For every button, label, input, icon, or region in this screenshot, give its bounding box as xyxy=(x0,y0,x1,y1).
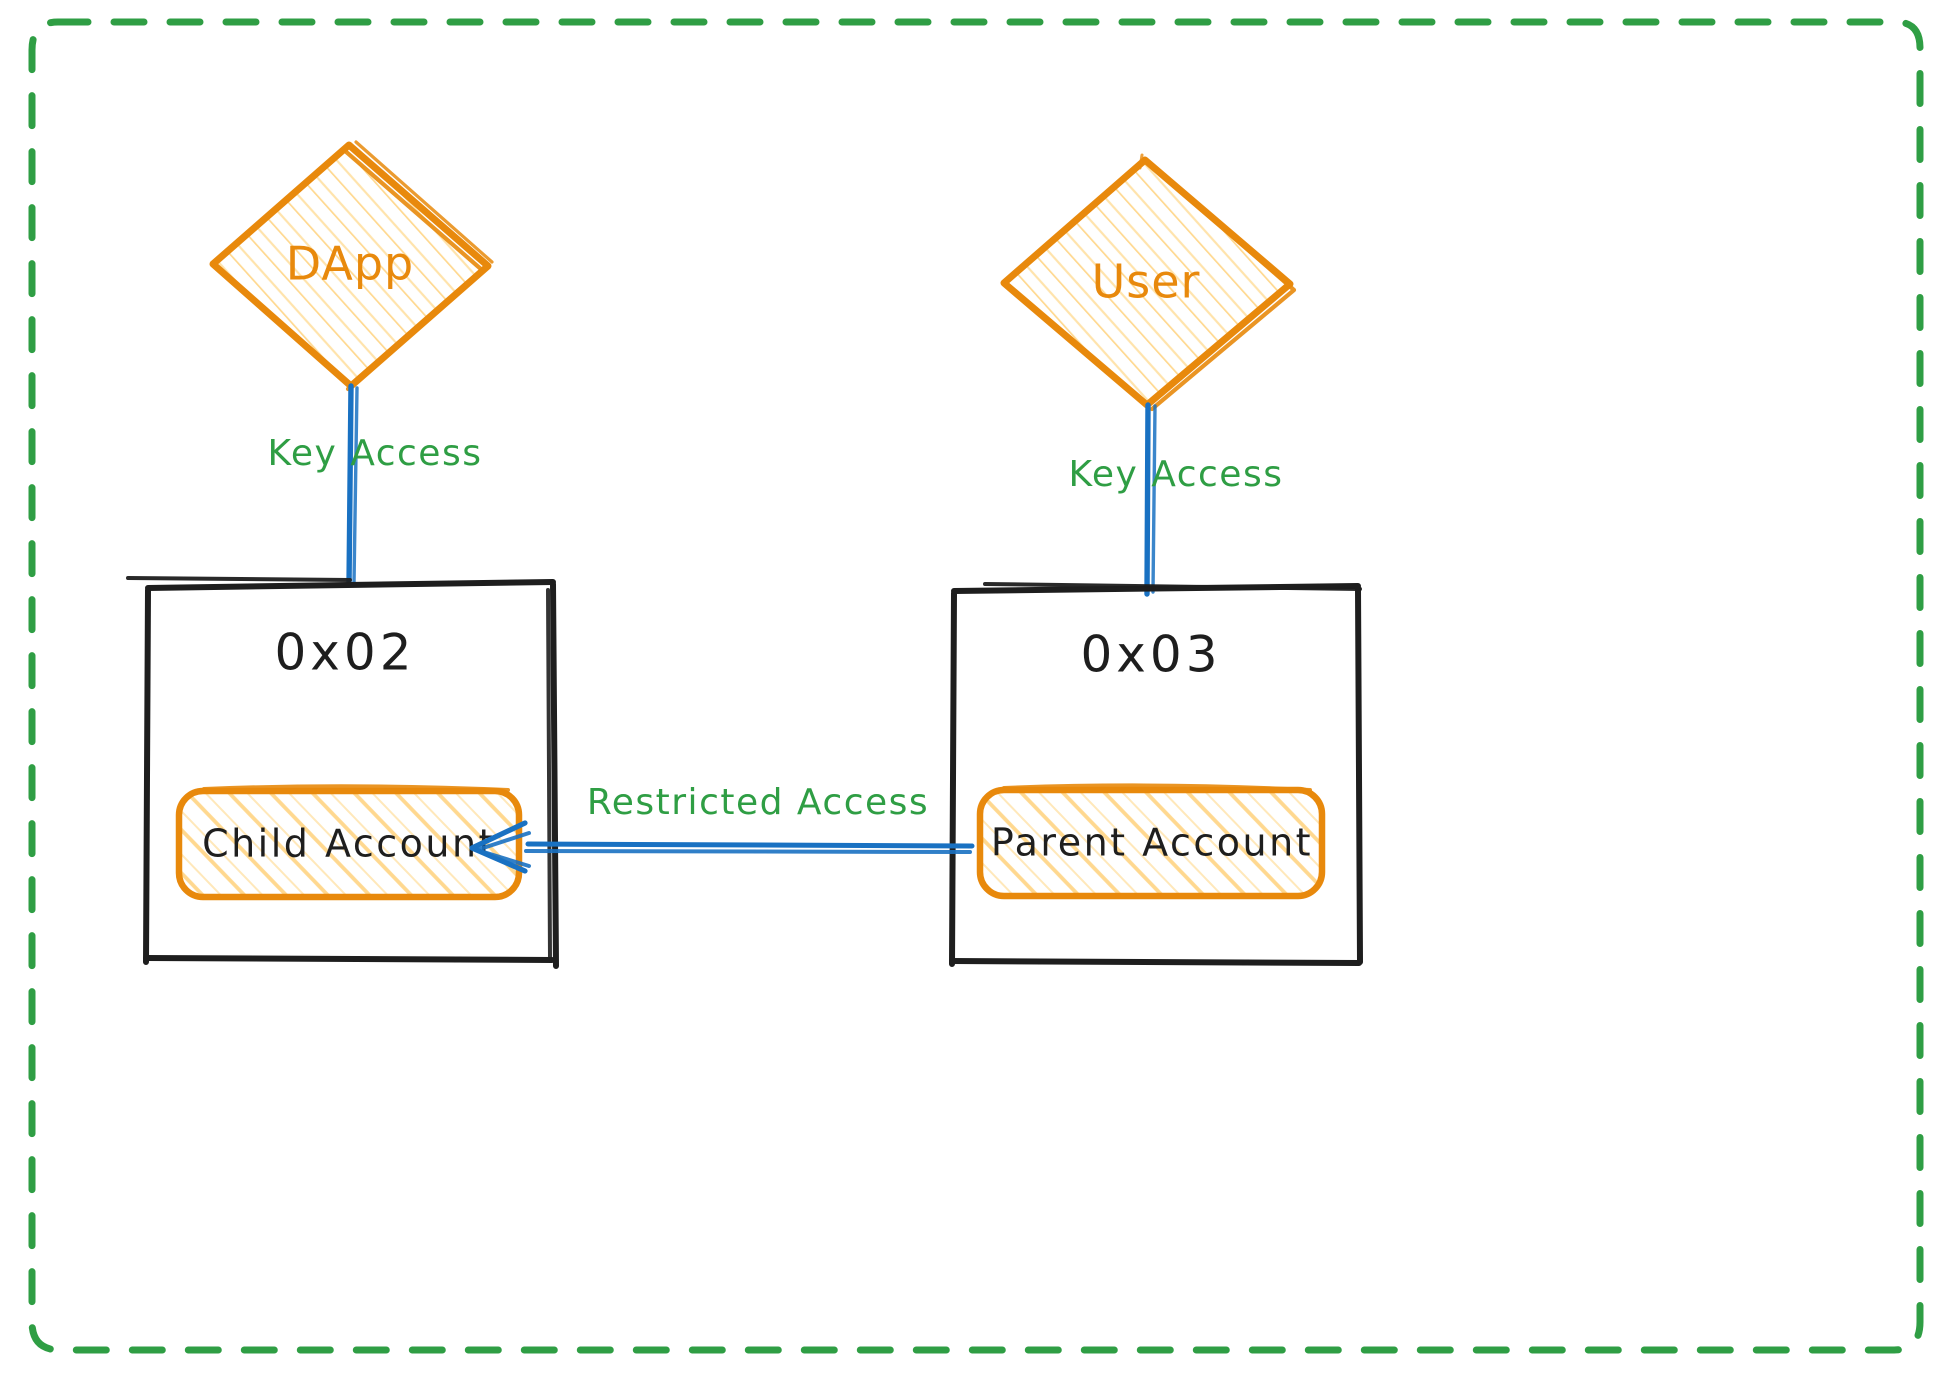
dapp-outline-second-pass xyxy=(341,147,485,392)
node-user[interactable]: User xyxy=(1000,153,1297,412)
node-dapp-label: DApp xyxy=(286,237,414,291)
node-parent-account[interactable]: Parent Account xyxy=(976,783,1326,900)
edge-restricted-arrowhead-b xyxy=(475,831,531,868)
child-account-outline xyxy=(175,787,523,901)
edge-restricted-label: Restricted Access xyxy=(587,782,929,823)
edge-parent-to-child[interactable]: Restricted Access xyxy=(469,782,975,874)
edge-user-line-b xyxy=(1151,404,1157,594)
node-account-0x02-label: 0x02 xyxy=(274,624,415,682)
edge-dapp-to-child[interactable]: Key Access xyxy=(268,383,483,588)
edge-restricted-line-a xyxy=(525,841,975,849)
edge-dapp-line-b xyxy=(352,386,359,585)
box03-bottom xyxy=(949,958,1362,966)
box03-right xyxy=(1355,585,1363,965)
node-account-0x03-label: 0x03 xyxy=(1080,626,1221,684)
box03-left xyxy=(949,590,957,967)
box03-top-second xyxy=(983,582,1362,591)
edge-user-label: Key Access xyxy=(1069,454,1284,495)
user-outline-overshoot xyxy=(1138,153,1144,170)
box02-right-second xyxy=(546,588,552,960)
user-outline-second-pass xyxy=(1149,163,1297,412)
node-account-0x02[interactable]: 0x02 Child Account xyxy=(126,576,559,969)
dashed-boundary xyxy=(28,18,1924,1354)
box02-top-overshoot xyxy=(126,576,352,582)
child-account-fill xyxy=(180,792,518,896)
node-parent-account-label: Parent Account xyxy=(991,821,1313,865)
parent-account-outline-second xyxy=(1002,783,1312,792)
node-account-0x03[interactable]: 0x03 Parent Account xyxy=(949,582,1363,967)
edge-dapp-label: Key Access xyxy=(268,433,483,474)
node-child-account-label: Child Account xyxy=(202,822,496,866)
box02-right xyxy=(550,581,559,969)
edge-dapp-line-a xyxy=(346,383,354,588)
edge-restricted-arrowhead-a xyxy=(469,820,528,874)
parent-account-fill xyxy=(981,791,1321,895)
box02-top xyxy=(145,579,556,591)
node-child-account[interactable]: Child Account xyxy=(175,784,523,901)
box02-bottom xyxy=(143,955,555,963)
box02-left xyxy=(143,587,151,965)
edge-restricted-line-b xyxy=(524,849,972,854)
edge-user-line-a xyxy=(1144,402,1151,597)
dapp-outline-third-pass xyxy=(354,140,494,264)
node-dapp[interactable]: DApp xyxy=(209,140,494,392)
edge-user-to-parent[interactable]: Key Access xyxy=(1069,402,1284,597)
node-user-label: User xyxy=(1092,255,1201,309)
child-account-outline-second xyxy=(202,784,510,792)
parent-account-outline xyxy=(976,786,1326,900)
